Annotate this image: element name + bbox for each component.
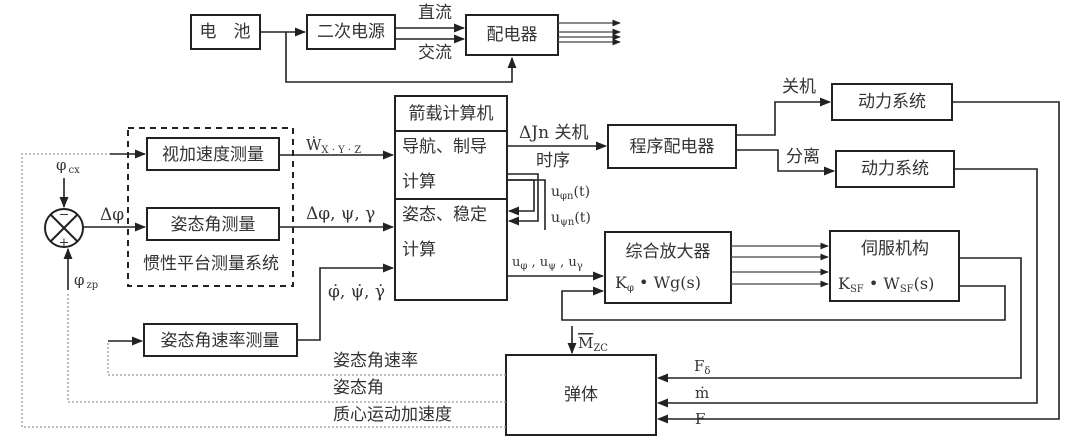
svg-text:−: −: [59, 208, 70, 223]
attitude-stab-label-1: 姿态、稳定: [402, 205, 487, 225]
servo-block: 伺服机构 KSF • WSF(s): [829, 230, 960, 302]
fb-rate-label: 姿态角速率: [333, 351, 418, 371]
separation-arrow: [736, 149, 836, 176]
distributor-block: 配电器: [465, 14, 559, 56]
u-cmds-label: uφ , uψ , uγ: [512, 255, 583, 272]
servo-feedback-loop: [561, 285, 1006, 321]
summing-junction: − +: [44, 208, 84, 251]
shutdown-arrow: [736, 97, 832, 136]
svg-text:姿态角测量: 姿态角测量: [171, 215, 256, 235]
battery-to-distributor-arrow: [285, 32, 517, 83]
battery-block: 电 池: [190, 14, 261, 50]
dc-label: 直流: [418, 3, 452, 23]
shutdown-label: 关机: [782, 77, 816, 97]
angle-feedback-line: [67, 292, 506, 403]
w-xyz-label: ẆX · Y · Z: [306, 136, 361, 156]
svg-text:弹体: 弹体: [564, 385, 598, 405]
onboard-computer-title: 箭载计算机: [409, 104, 494, 124]
amplifier-block: 综合放大器 Kφ • Wg(s): [604, 231, 732, 304]
power-system-1-block: 动力系统: [831, 83, 953, 121]
thrust-arrow: [656, 101, 1060, 424]
fb-accel-label: 质心运动加速度: [333, 405, 452, 425]
svg-text:Kφ • Wg(s): Kφ • Wg(s): [615, 273, 701, 294]
power-system-2-block: 动力系统: [835, 150, 955, 188]
thrust-label: F: [695, 410, 705, 428]
u-psi-n-loop: [507, 179, 535, 216]
distributor-outputs: [558, 19, 621, 46]
svg-text:程序配电器: 程序配电器: [630, 137, 715, 157]
rate-feedback-line: [107, 341, 506, 376]
svg-text:动力系统: 动力系统: [858, 92, 926, 112]
djn-label: ΔJn 关机: [519, 123, 588, 143]
svg-text:综合放大器: 综合放大器: [626, 242, 711, 262]
delta-phi-label: Δφ: [100, 205, 124, 225]
nav-guidance-label-1: 导航、制导: [402, 137, 487, 157]
nav-guidance-label-2: 计算: [402, 172, 436, 192]
inertial-platform-dashed-border: [127, 127, 294, 287]
rates-label: φ̇, ψ̇, γ̇: [328, 282, 385, 302]
svg-text:配电器: 配电器: [487, 25, 538, 45]
amp-to-servo-arrows: [731, 242, 829, 288]
u-psi-n-label: uψn(t): [551, 210, 591, 228]
m-zc-label: MZC: [578, 334, 608, 354]
svg-text:+: +: [59, 236, 70, 251]
svg-text:视加速度测量: 视加速度测量: [162, 145, 264, 165]
svg-text:电 池: 电 池: [200, 22, 251, 42]
m-dot-label: ṁ: [695, 384, 709, 402]
rate-measure-block: 姿态角速率测量: [143, 323, 298, 357]
inertial-platform-label: 惯性平台测量系统: [143, 254, 279, 274]
f-delta-arrow: [656, 257, 1022, 383]
body-block: 弹体: [505, 354, 657, 436]
ac-label: 交流: [418, 43, 452, 63]
timing-label: 时序: [536, 151, 570, 171]
m-dot-arrow: [656, 168, 1038, 408]
attitude-measure-block: 姿态角测量: [146, 207, 280, 241]
accel-feedback-line: [21, 153, 506, 428]
svg-text:伺服机构: 伺服机构: [861, 239, 929, 259]
u-phi-n-label: uφn(t): [551, 184, 590, 202]
f-delta-label: Fδ: [694, 357, 710, 377]
svg-text:姿态角速率测量: 姿态角速率测量: [161, 331, 280, 351]
attitude-stab-label-2: 计算: [402, 240, 436, 260]
fb-angle-label: 姿态角: [333, 378, 384, 398]
dphi-psi-gamma-label: Δφ, ψ, γ: [306, 204, 375, 224]
secondary-power-block: 二次电源: [306, 14, 396, 50]
accel-measure-block: 视加速度测量: [146, 137, 280, 171]
separation-label: 分离: [786, 147, 820, 167]
program-distributor-block: 程序配电器: [607, 124, 737, 169]
u-phi-n-loop: [507, 173, 539, 226]
svg-text:动力系统: 动力系统: [861, 159, 929, 179]
onboard-computer-block: 箭载计算机 导航、制导 计算 姿态、稳定 计算: [394, 95, 508, 301]
svg-text:二次电源: 二次电源: [317, 22, 385, 42]
rate-to-computer-arrow: [297, 263, 395, 341]
